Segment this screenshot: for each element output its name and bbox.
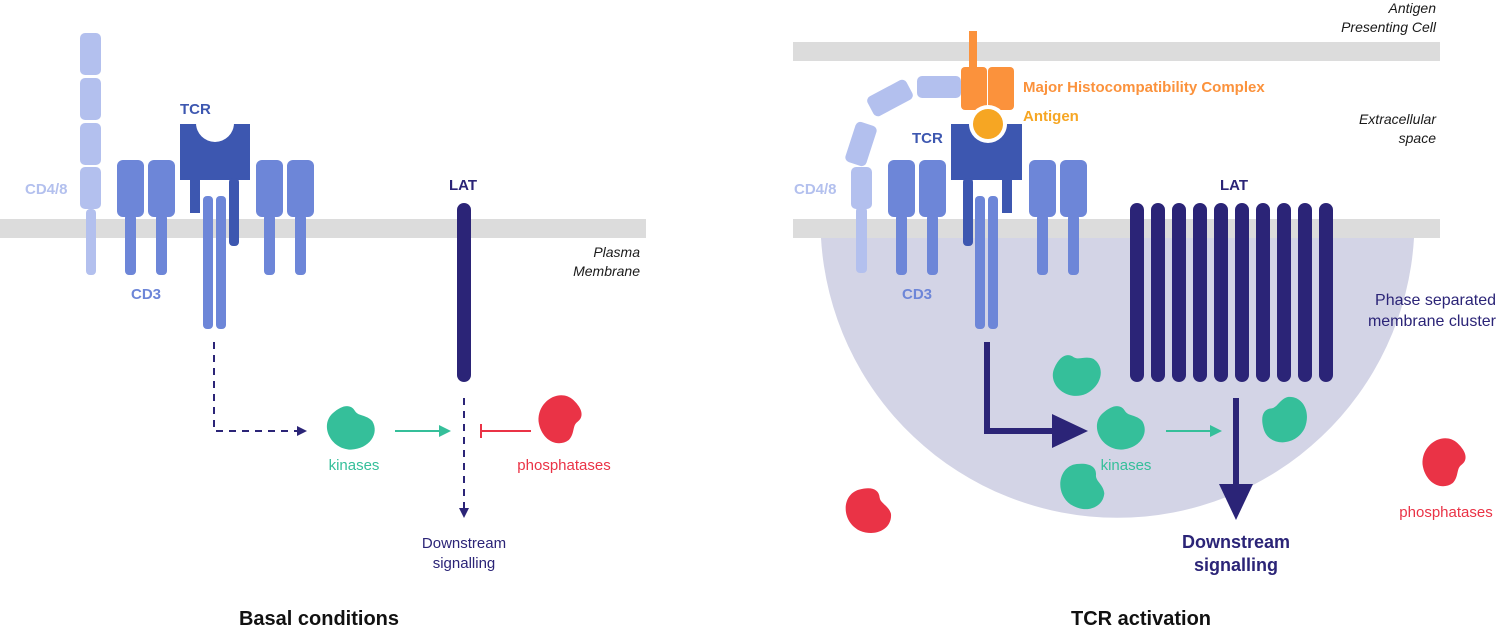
- arrow-lat-downstream-head: [1219, 484, 1253, 520]
- kinases-label: kinases: [329, 457, 380, 474]
- cd3-label-active: CD3: [902, 286, 932, 303]
- dashed-arrow-tcr-to-kinases: [213, 342, 307, 436]
- tcr-label-active: TCR: [912, 130, 943, 147]
- panel-title-activation: TCR activation: [1071, 608, 1211, 630]
- downstream-label-active-1: Downstream: [1182, 532, 1290, 552]
- antigen-label: Antigen: [1023, 108, 1079, 125]
- tcr-label: TCR: [180, 101, 211, 118]
- kinase-bean-icon: [322, 400, 379, 456]
- lat-label: LAT: [449, 177, 477, 194]
- phosphatase-bean-icon: [841, 484, 896, 537]
- phosphatases-label-active: phosphatases: [1399, 504, 1492, 521]
- cd48-receptor-bent: [845, 76, 961, 273]
- downstream-label-1: Downstream: [422, 535, 506, 552]
- cd48-label-active: CD4/8: [794, 181, 837, 198]
- panel-title-basal: Basal conditions: [239, 608, 399, 630]
- plasma-membrane-label-1: Plasma: [593, 244, 640, 260]
- tcr-receptor-active: [951, 105, 1022, 329]
- cd48-receptor: [80, 33, 101, 275]
- cd3-left-pair-active: [888, 160, 946, 275]
- downstream-label-active-2: signalling: [1194, 555, 1278, 575]
- lat-label-active: LAT: [1220, 177, 1248, 194]
- left-panel: CD4/8 TCR CD3 LAT Plasma Membrane kinase…: [0, 33, 646, 630]
- cluster-label-2: membrane cluster: [1368, 313, 1497, 330]
- phosphatase-bean-icon: [1415, 432, 1474, 492]
- kinases-label-active: kinases: [1101, 457, 1152, 474]
- cd3-label: CD3: [131, 286, 161, 303]
- tcell-membrane: [793, 219, 1440, 238]
- phosphatases-label: phosphatases: [517, 457, 610, 474]
- arrow-tcr-to-kinases: [984, 342, 1055, 434]
- phosphatase-bean-icon: [531, 389, 590, 449]
- apc-label-2: Presenting Cell: [1341, 19, 1437, 35]
- downstream-label-2: signalling: [433, 555, 496, 572]
- plasma-membrane-label-2: Membrane: [573, 263, 640, 279]
- lat-cluster: [1130, 203, 1333, 382]
- cd3-right-pair-active: [1029, 160, 1087, 275]
- arrow-tcr-to-kinases-head: [1052, 414, 1088, 448]
- cluster-label-1: Phase separated: [1375, 292, 1496, 309]
- mhc-complex: [961, 31, 1014, 110]
- extracellular-label-2: space: [1399, 130, 1437, 146]
- cd48-label: CD4/8: [25, 181, 68, 198]
- cd3-left-pair: [117, 160, 175, 275]
- right-panel: Antigen Presenting Cell Major Histocompa…: [793, 0, 1497, 630]
- apc-membrane: [793, 42, 1440, 61]
- extracellular-label-1: Extracellular: [1359, 111, 1437, 127]
- lat-molecule: [457, 203, 471, 382]
- mhc-label: Major Histocompatibility Complex: [1023, 79, 1265, 96]
- cd3-right-pair: [256, 160, 314, 275]
- apc-label-1: Antigen: [1388, 0, 1437, 16]
- tcr-receptor: [180, 104, 250, 329]
- plasma-membrane: [0, 219, 646, 238]
